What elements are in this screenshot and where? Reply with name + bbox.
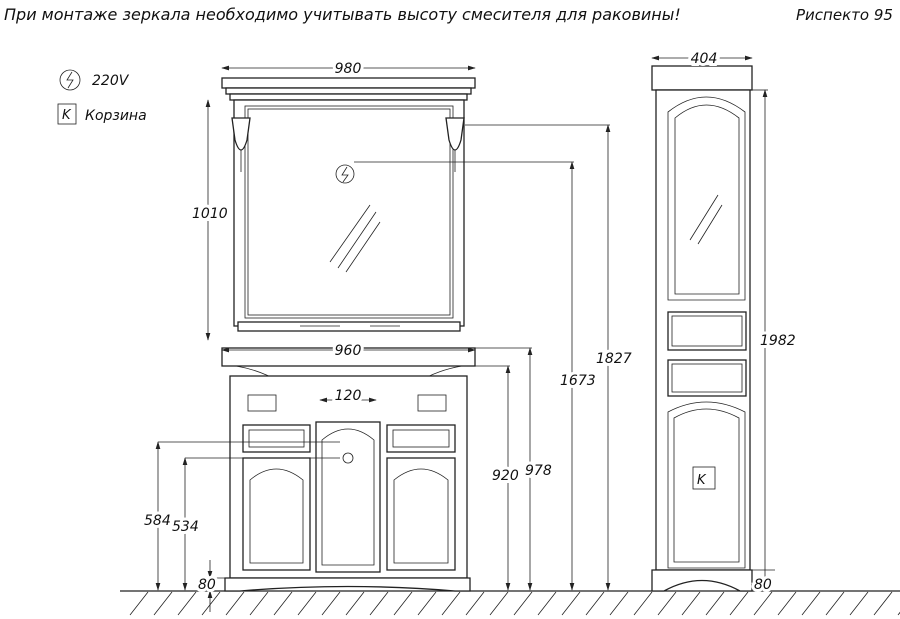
wall-lamp-left bbox=[231, 117, 251, 172]
dim-mirror-outlet-height: 1673 bbox=[560, 373, 596, 389]
floor-hatch-line bbox=[369, 591, 389, 616]
model-name: Риспекто 95 bbox=[796, 6, 893, 24]
floor-hatch-line bbox=[177, 591, 197, 616]
floor-hatch-line bbox=[777, 591, 797, 616]
floor-hatch-line bbox=[705, 591, 725, 616]
power-outlet-icon bbox=[59, 69, 81, 91]
floor-hatch-line bbox=[129, 591, 149, 616]
mirror-outlet-icon bbox=[335, 164, 355, 184]
floor-hatch-line bbox=[801, 591, 821, 616]
floor-hatch-line bbox=[465, 591, 485, 616]
floor-hatch-line bbox=[345, 591, 365, 616]
vanity bbox=[221, 347, 476, 592]
mirror bbox=[221, 77, 476, 332]
floor-hatch-line bbox=[873, 591, 893, 616]
column-basket-icon: K bbox=[692, 466, 716, 490]
dim-mirror-width: 980 bbox=[335, 61, 362, 77]
wall-lamp-right bbox=[445, 117, 465, 172]
floor-hatch-line bbox=[753, 591, 773, 616]
dim-outlet-534: 534 bbox=[172, 519, 199, 535]
floor-hatch-line bbox=[273, 591, 293, 616]
floor-hatch-line bbox=[513, 591, 533, 616]
column-basket-symbol: K bbox=[697, 473, 707, 488]
floor-hatch-line bbox=[417, 591, 437, 616]
dim-column-height: 1982 bbox=[760, 333, 796, 349]
floor-hatch-line bbox=[849, 591, 869, 616]
floor-hatch-line bbox=[321, 591, 341, 616]
dim-vanity-width: 960 bbox=[335, 343, 362, 359]
floor-hatch-line bbox=[201, 591, 221, 616]
dim-plinth-left: 80 bbox=[198, 577, 216, 593]
basket-symbol: K bbox=[62, 108, 72, 123]
basket-icon: K bbox=[57, 103, 77, 125]
dim-vanity-height: 920 bbox=[492, 468, 519, 484]
floor-hatch-line bbox=[489, 591, 509, 616]
floor-hatch-line bbox=[441, 591, 461, 616]
basket-label: Корзина bbox=[85, 108, 147, 124]
floor-hatch-line bbox=[609, 591, 629, 616]
floor-hatch-line bbox=[585, 591, 605, 616]
floor-hatch-line bbox=[297, 591, 317, 616]
floor-hatch-line bbox=[225, 591, 245, 616]
dimensions: 980 1010 960 120 584 534 80 920 978 1673… bbox=[141, 48, 799, 612]
floor-hatch-line bbox=[153, 591, 173, 616]
floor-hatch-line bbox=[633, 591, 653, 616]
dim-outlet-584: 584 bbox=[144, 513, 171, 529]
tall-column: K bbox=[651, 65, 753, 592]
dim-mirror-top-height: 1827 bbox=[596, 351, 632, 367]
installation-notice: При монтаже зеркала необходимо учитывать… bbox=[4, 5, 681, 24]
floor-hatch-line bbox=[729, 591, 749, 616]
floor bbox=[120, 590, 900, 616]
floor-hatch-line bbox=[393, 591, 413, 616]
floor-hatch-line bbox=[249, 591, 269, 616]
dim-vanity-top-height: 978 bbox=[525, 463, 552, 479]
power-label: 220V bbox=[92, 73, 130, 89]
floor-hatch-line bbox=[681, 591, 701, 616]
dim-plinth-right: 80 bbox=[754, 577, 772, 593]
dim-column-width: 404 bbox=[691, 51, 718, 67]
dim-mirror-height: 1010 bbox=[192, 206, 228, 222]
floor-hatch-line bbox=[657, 591, 677, 616]
floor-hatch-line bbox=[561, 591, 581, 616]
legend: 220V K Корзина bbox=[57, 69, 147, 125]
dim-faucet-offset: 120 bbox=[335, 388, 362, 404]
floor-hatch-line bbox=[825, 591, 845, 616]
floor-hatch-line bbox=[537, 591, 557, 616]
